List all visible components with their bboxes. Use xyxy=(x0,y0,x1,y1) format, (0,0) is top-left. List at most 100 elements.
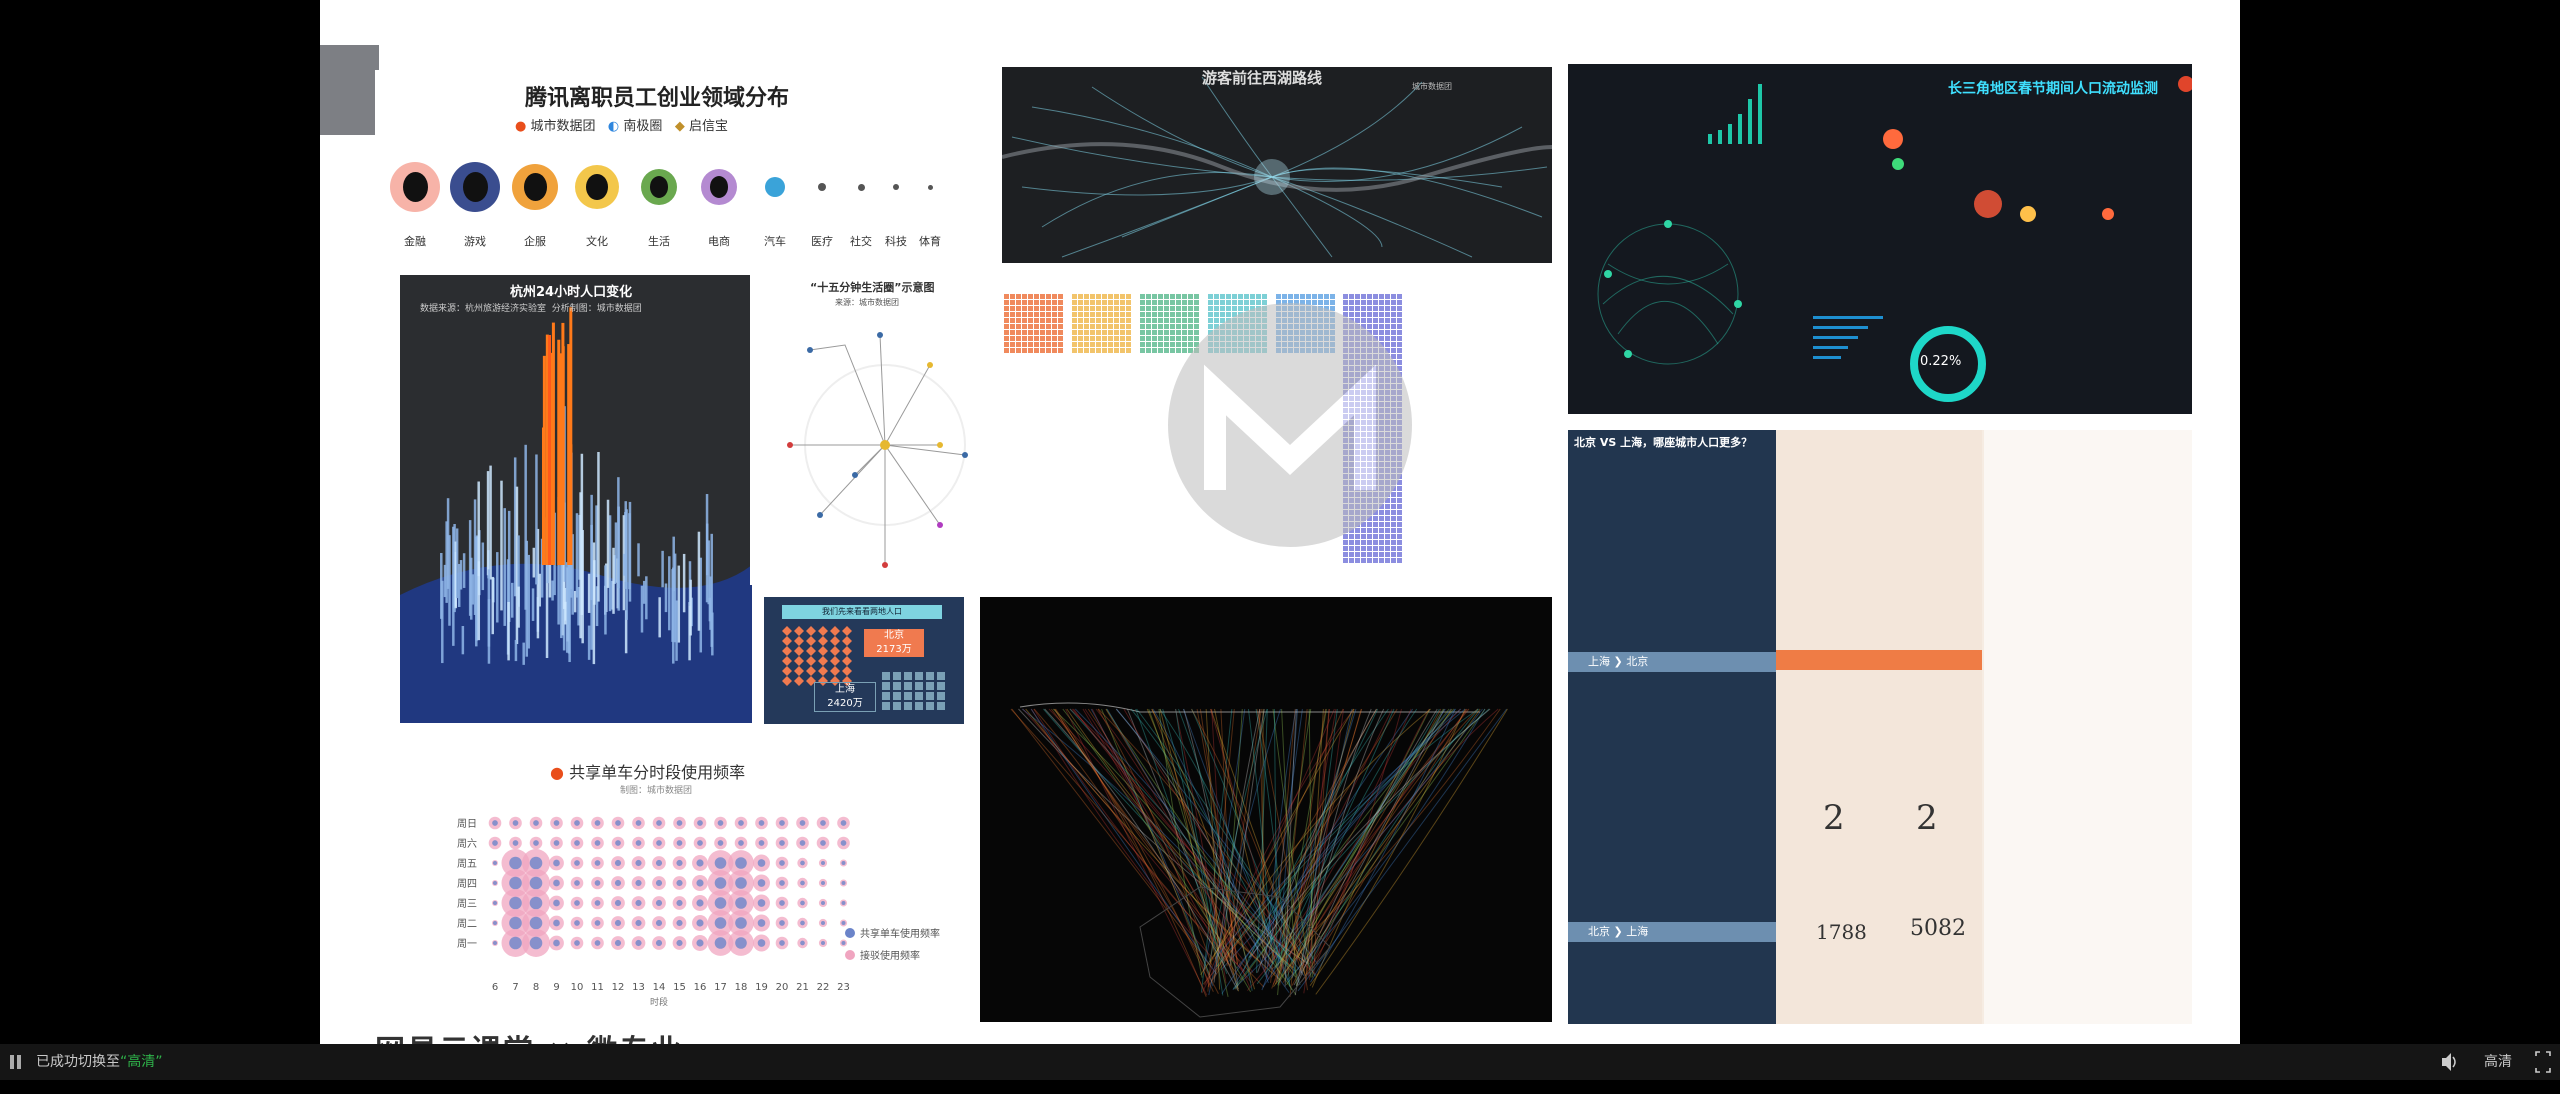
brand-logo-icon: ◐ xyxy=(607,119,620,134)
westlake-title: 游客前往西湖路线 xyxy=(1202,69,1323,87)
bike-bubble-inner xyxy=(492,820,498,826)
bike-bubble-inner xyxy=(509,856,522,870)
bike-bubble-inner xyxy=(533,840,539,846)
bike-bubble-inner xyxy=(635,859,642,867)
commute-sh-badge: 上海 2420万 xyxy=(814,682,876,712)
bike-bubble-inner xyxy=(757,879,766,887)
category-label: 游戏 xyxy=(464,235,486,248)
penguin-icon xyxy=(512,164,558,210)
bike-row-label: 周一 xyxy=(457,938,477,950)
bike-bubble-inner xyxy=(757,859,766,867)
bike-bubble-inner xyxy=(509,936,522,950)
bike-bubble-inner xyxy=(493,901,497,905)
player-controls: 已成功切换至“高清” 高清 xyxy=(0,1044,2560,1080)
status-message: 已成功切换至“高清” xyxy=(36,1044,163,1080)
commute-val2: 2420万 xyxy=(827,698,863,709)
fullscreen-button[interactable] xyxy=(2534,1044,2552,1080)
bike-bubble-inner xyxy=(757,899,766,907)
commute-panel: 我们先来看看两地人口 北京 2173万 上海 2420万 xyxy=(764,597,964,724)
hangzhou-title: 杭州24小时人口变化 xyxy=(510,285,633,300)
bike-bubble-inner xyxy=(779,920,785,926)
bike-bubble-inner xyxy=(676,899,683,907)
category-label: 生活 xyxy=(648,235,670,248)
bike-bubble-inner xyxy=(779,840,785,846)
bike-bubble-inner xyxy=(493,941,497,945)
bike-hour-label: 13 xyxy=(632,982,645,993)
brand-1: 城市数据团 xyxy=(530,119,596,134)
bike-bubble-inner xyxy=(717,820,724,826)
volume-icon xyxy=(2442,1053,2456,1071)
bike-legend-marker xyxy=(845,928,855,938)
bike-bubble-inner xyxy=(779,900,785,906)
penguin-face xyxy=(462,172,488,202)
bike-bubble-inner xyxy=(574,920,580,926)
bike-bubble-inner xyxy=(553,859,560,867)
yangtze-panel: 长三角地区春节期间人口流动监测 0.22% xyxy=(1568,64,2192,414)
bike-bubble-inner xyxy=(553,879,560,887)
bike-hour-label: 16 xyxy=(694,982,707,993)
bike-bubble-inner xyxy=(492,840,498,846)
bike-hour-label: 15 xyxy=(673,982,686,993)
bike-hour-label: 20 xyxy=(776,982,789,993)
commute-waffle xyxy=(782,626,945,710)
penguin-face xyxy=(650,176,668,198)
bike-bubble-inner xyxy=(529,856,543,870)
bike-bubble-inner xyxy=(615,840,621,846)
hangzhou-source: 数据来源：杭州旅游经济实验室 分析制图：城市数据团 xyxy=(420,301,642,314)
category-label: 金融 xyxy=(404,235,426,248)
bike-bubble-inner xyxy=(696,859,704,867)
bike-bubble-inner xyxy=(779,880,785,886)
quality-button[interactable]: 高清 xyxy=(2484,1054,2512,1070)
penguin-face xyxy=(523,173,547,201)
volume-button[interactable] xyxy=(2440,1044,2460,1080)
bike-bubble-inner xyxy=(758,820,765,826)
bike-bubble-inner xyxy=(676,859,683,867)
penguin-icon xyxy=(701,169,737,205)
penguin-icon xyxy=(765,177,785,197)
bike-bubble-inner xyxy=(676,879,683,887)
bike-bubble-inner xyxy=(696,919,704,927)
video-stage[interactable]: 腾讯离职员工创业领域分布 ● 城市数据团 ◐ 南极圈 ◆ 启信宝 金融游戏企服文… xyxy=(0,0,2560,1044)
bike-bubble-inner xyxy=(738,840,744,846)
penguin-icon xyxy=(893,184,899,190)
bike-bubble-inner xyxy=(820,840,826,846)
bjsh-num3: 1788 xyxy=(1816,920,1867,944)
bike-bubble-inner xyxy=(757,919,766,927)
bike-bubble-inner xyxy=(574,940,580,946)
bike-bubble-inner xyxy=(841,881,846,885)
penguin-icon xyxy=(857,183,865,191)
bike-bubble-inner xyxy=(735,897,747,909)
bike-bubble-inner xyxy=(655,879,663,887)
bike-bubble-inner xyxy=(594,840,601,846)
bjsh-q2: 北京 ❯ 上海 xyxy=(1568,922,1776,942)
tencent-title: 腾讯离职员工创业领域分布 xyxy=(525,85,790,111)
bike-bubble-inner xyxy=(735,917,747,929)
bjsh-num1: 2 xyxy=(1823,798,1845,838)
pause-button[interactable] xyxy=(10,1044,26,1080)
bike-bubble-inner xyxy=(696,939,704,947)
bike-bubble-inner xyxy=(821,861,825,865)
category-label: 汽车 xyxy=(764,235,786,248)
bike-bubble-inner xyxy=(799,840,806,846)
slide-marker xyxy=(320,45,379,135)
penguin-icon xyxy=(450,162,500,212)
bike-bubble-inner xyxy=(779,940,785,946)
bike-hour-label: 11 xyxy=(591,982,604,993)
bike-bubble-inner xyxy=(655,899,663,907)
bike-bubble-inner xyxy=(655,859,663,867)
bike-bubble-inner xyxy=(553,899,560,907)
bike-hour-label: 19 xyxy=(755,982,768,993)
bike-bubble-inner xyxy=(614,859,622,867)
bike-hour-label: 23 xyxy=(837,982,850,993)
bike-legend-label: 接驳使用频率 xyxy=(860,949,920,962)
category-label: 电商 xyxy=(708,235,730,248)
bike-legend-marker xyxy=(845,950,855,960)
bike-bubble-inner xyxy=(574,840,580,846)
category-label: 科技 xyxy=(885,235,907,248)
bike-bubble-inner xyxy=(840,840,847,846)
bike-bubble-inner xyxy=(594,900,601,906)
category-label: 社交 xyxy=(850,235,872,248)
bike-bubble-inner xyxy=(735,877,747,889)
bike-bubble-inner xyxy=(758,840,765,846)
